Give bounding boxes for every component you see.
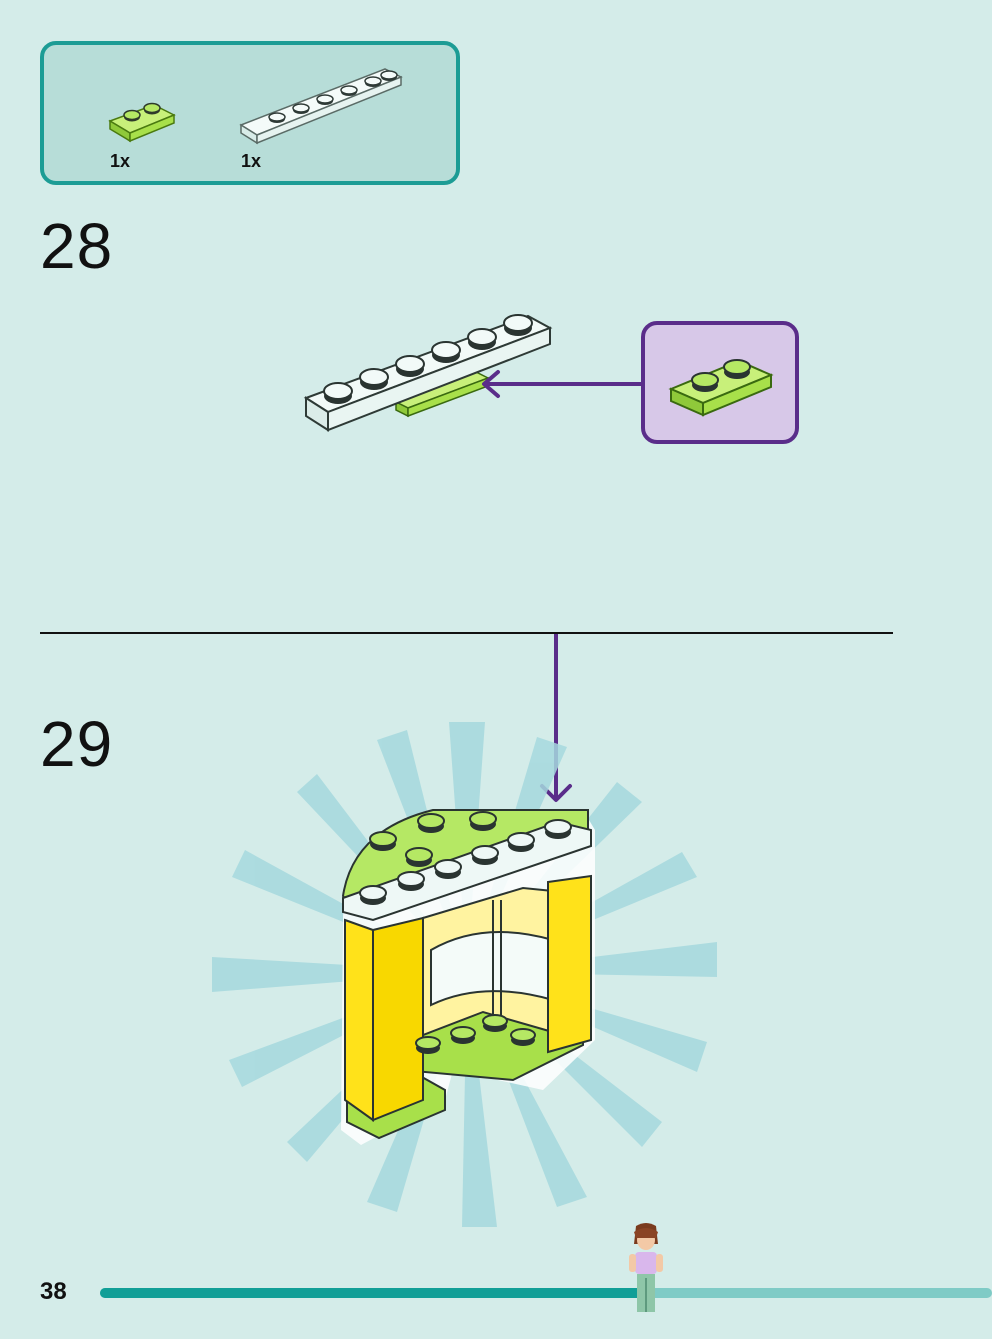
step-28-assembly	[303, 314, 553, 432]
progress-bar-fill	[100, 1288, 645, 1298]
step-number: 28	[40, 210, 114, 282]
progress-bar	[100, 1288, 992, 1298]
step-divider	[40, 632, 893, 634]
lime-plate-icon	[668, 359, 774, 417]
lime-plate-icon	[108, 102, 176, 143]
parts-list-box: 1x 1x	[40, 41, 460, 185]
minifigure-icon	[629, 1223, 663, 1312]
assembly-arrow-left	[482, 370, 642, 398]
white-plate-icon	[239, 68, 403, 145]
part-quantity: 1x	[241, 151, 262, 171]
step-29-assembly	[341, 809, 595, 1145]
step-number: 29	[40, 708, 114, 780]
part-quantity: 1x	[110, 151, 131, 171]
page-number: 38	[40, 1278, 67, 1305]
sub-step-callout	[641, 321, 799, 444]
